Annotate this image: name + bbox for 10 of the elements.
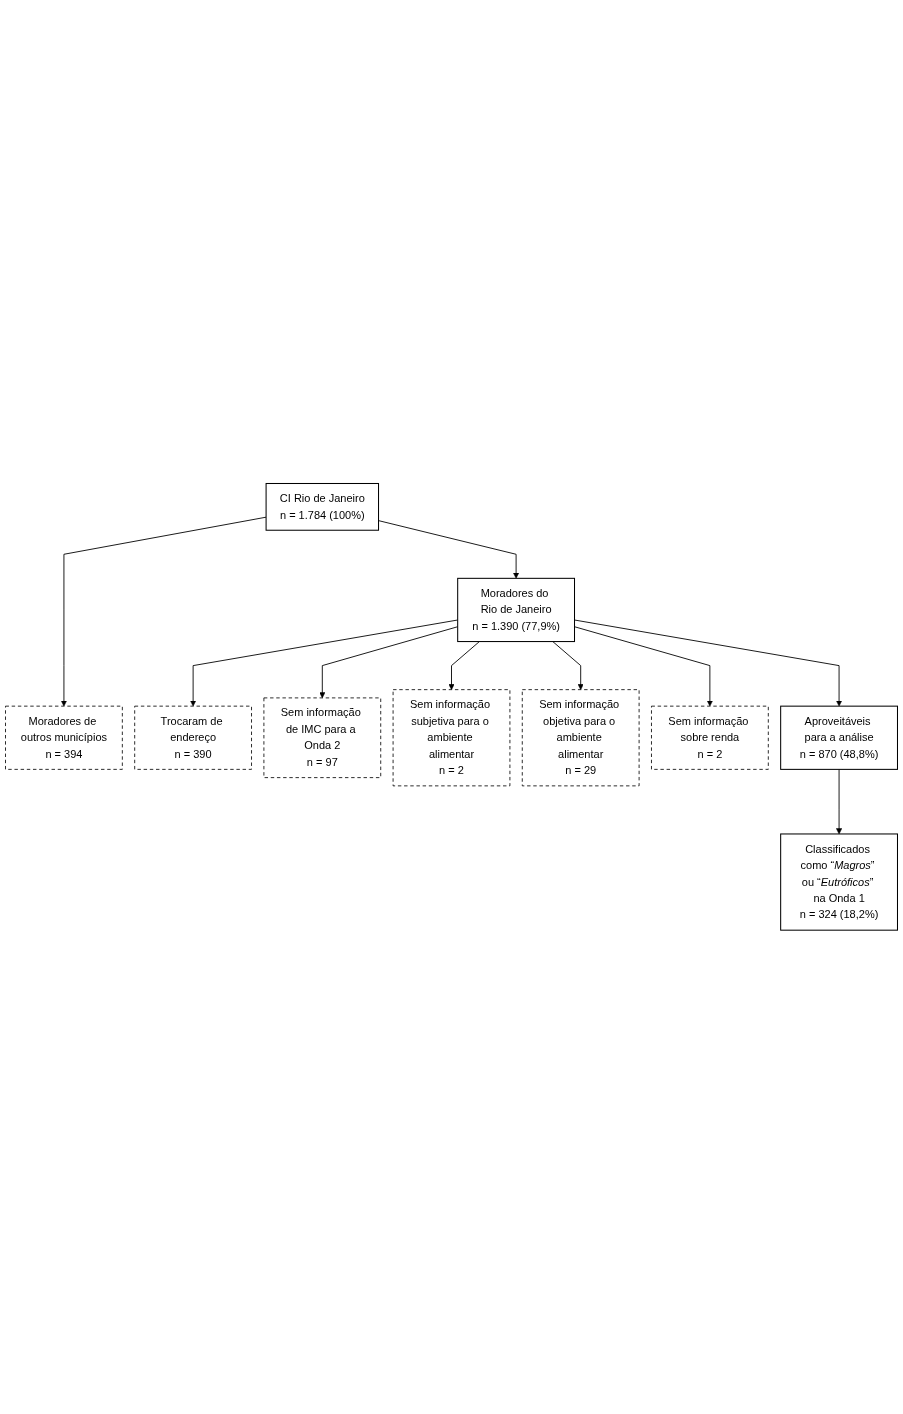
node-box: Sem informação de IMC para a Onda 2 n = 97 xyxy=(263,697,382,779)
node-box: Aproveitáveis para a análise n = 870 (48,8%) xyxy=(780,705,898,771)
node-box: Sem informação sobre renda n = 2 xyxy=(651,705,769,770)
node-box: CI Rio de Janeiro n = 1.784 (100%) xyxy=(265,483,380,531)
node-box: Sem informação subjetiva para o ambiente alimentar n = 2 xyxy=(392,689,511,787)
node-box: Trocaram de endereço n = 390 xyxy=(134,705,252,770)
node-box: Classificados como “Magros” ou “Eutróficos” na Onda 1 n = 324 (18,2%) xyxy=(780,833,898,931)
node-box: Moradores de outros municípios n = 394 xyxy=(5,705,123,770)
node-box: Sem informação objetiva para o ambiente alimentar n = 29 xyxy=(521,689,640,787)
node-box: Moradores do Rio de Janeiro n = 1.390 (77,9%) xyxy=(457,577,576,643)
